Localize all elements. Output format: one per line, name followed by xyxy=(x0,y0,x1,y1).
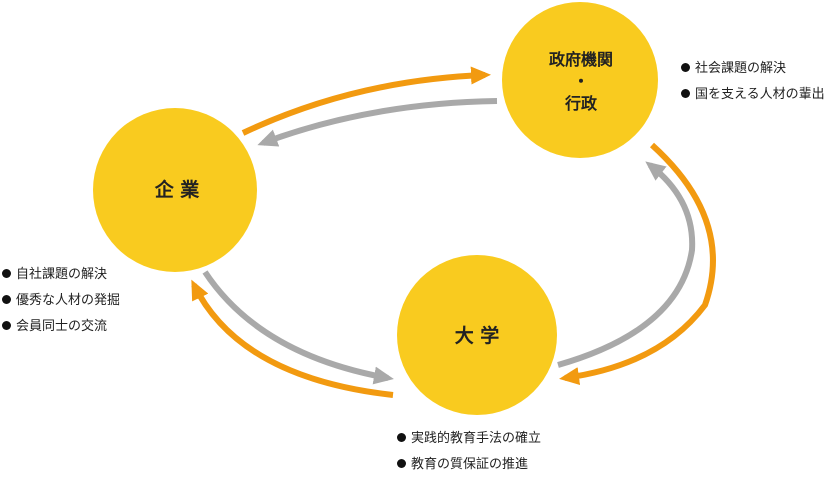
list-item: 教育の質保証の推進 xyxy=(397,452,541,478)
bullet-dot-icon xyxy=(397,433,406,442)
node-company-label: 企 業 xyxy=(154,178,201,201)
list-item: 自社課題の解決 xyxy=(2,262,120,288)
bullet-dot-icon xyxy=(681,89,690,98)
node-company: 企 業 xyxy=(93,108,257,272)
list-item: 実践的教育手法の確立 xyxy=(397,426,541,452)
node-university: 大 学 xyxy=(397,255,557,415)
bullet-dot-icon xyxy=(2,321,11,330)
arrow-government-to-university xyxy=(559,142,716,386)
arrow-government-to-company xyxy=(257,98,498,147)
bullet-dot-icon xyxy=(681,63,690,72)
arrow-university-to-government xyxy=(557,161,696,368)
node-government: 政府機関 ・ 行政 xyxy=(502,2,658,158)
node-government-label-line2: ・ xyxy=(573,72,589,91)
government-benefits-list: 社会課題の解決 国を支える人材の輩出 xyxy=(681,56,825,108)
node-government-label-line1: 政府機関 xyxy=(549,50,613,69)
arrow-company-to-government xyxy=(241,66,491,136)
list-item: 会員同士の交流 xyxy=(2,314,120,340)
list-item: 国を支える人材の輩出 xyxy=(681,82,825,108)
node-government-label-line3: 行政 xyxy=(564,94,598,113)
university-benefits-list: 実践的教育手法の確立 教育の質保証の推進 xyxy=(397,426,541,478)
list-item: 社会課題の解決 xyxy=(681,56,825,82)
arrow-university-to-company xyxy=(191,279,394,398)
bullet-dot-icon xyxy=(397,459,406,468)
arrow-company-to-university xyxy=(202,270,394,385)
node-university-label: 大 学 xyxy=(455,324,500,347)
bullet-dot-icon xyxy=(2,269,11,278)
bullet-dot-icon xyxy=(2,295,11,304)
company-benefits-list: 自社課題の解決 優秀な人材の発掘 会員同士の交流 xyxy=(2,262,120,340)
list-item: 優秀な人材の発掘 xyxy=(2,288,120,314)
